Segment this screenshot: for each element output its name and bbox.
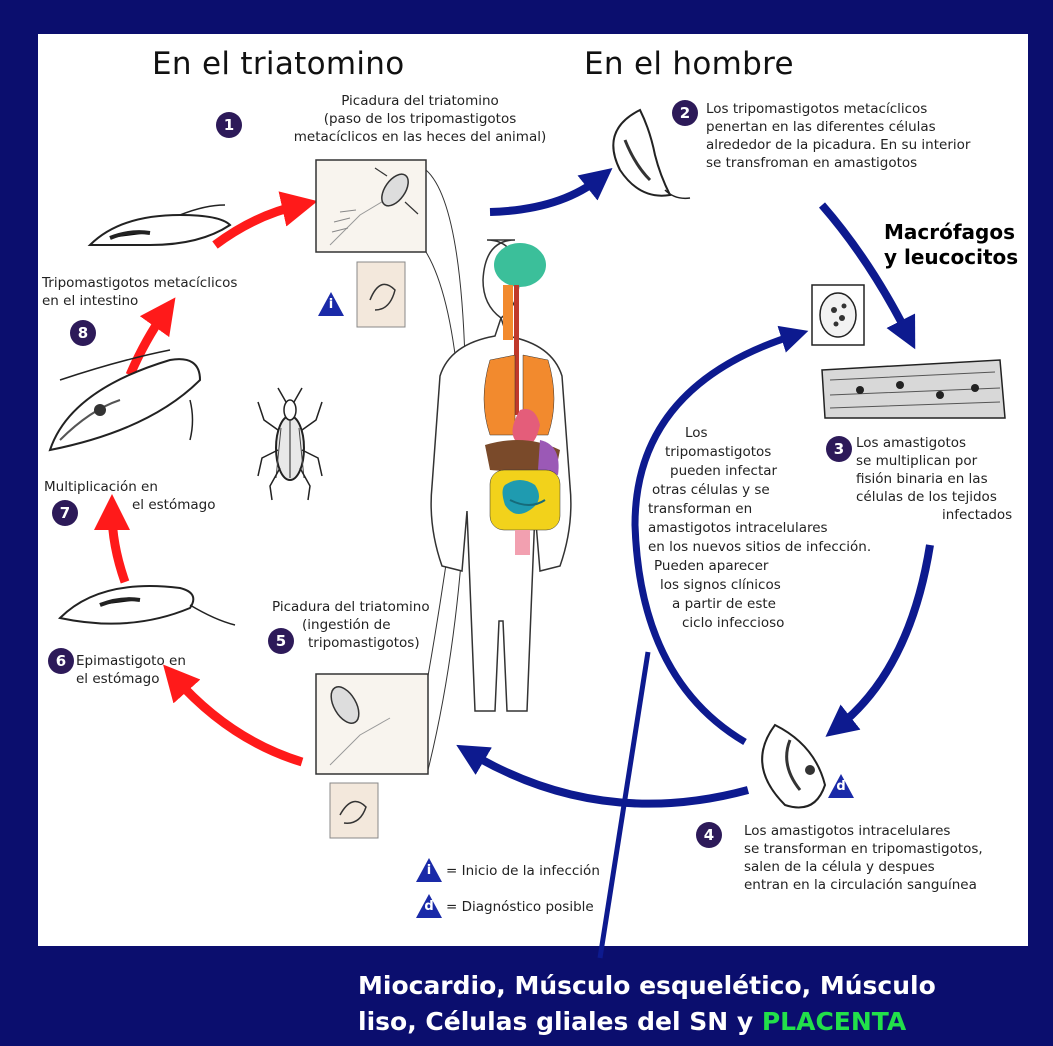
marker-d-label: d — [836, 779, 846, 794]
infected-tissue — [821, 359, 1006, 419]
blue-arrow-reinfection — [631, 325, 809, 746]
heading-hombre: En el hombre — [584, 46, 794, 82]
step-4-text: Los amastigotos intracelulares se transf… — [744, 823, 983, 893]
step-1-text: Picadura del triatomino (paso de los tri… — [293, 93, 547, 145]
target-tissues-caption: Miocardio, Músculo esquelético, Músculo … — [358, 971, 936, 1036]
blue-arrow-3-to-4 — [825, 544, 934, 737]
bite-image-bottom — [315, 673, 429, 839]
step-5-text: Picadura del triatomino (ingestión de tr… — [272, 599, 430, 651]
step-badge-4: 4 — [696, 822, 722, 848]
legend-i-text: = Inicio de la infección — [446, 863, 600, 879]
step-badge-6: 6 — [48, 648, 74, 674]
step-badge-2: 2 — [672, 100, 698, 126]
blue-arrow-4-to-5 — [456, 744, 750, 808]
macrophage-cell — [811, 284, 865, 346]
step-badge-7: 7 — [52, 500, 78, 526]
step-8-text: Tripomastigotos metacíclicos en el intes… — [42, 275, 238, 309]
reinfection-text: Los tripomastigotos pueden infectar otra… — [648, 425, 872, 631]
red-arrow-6-to-7 — [94, 494, 131, 584]
step-badge-3: 3 — [826, 436, 852, 462]
human-body-illustration — [430, 239, 572, 712]
parasite-stage-6 — [57, 585, 236, 626]
step-badge-1: 1 — [216, 112, 242, 138]
bite-image-top — [315, 159, 427, 328]
triatomine-insect — [257, 387, 323, 501]
step-badge-5: 5 — [268, 628, 294, 654]
blue-line-to-tissues — [597, 651, 651, 959]
heading-triatomino: En el triatomino — [152, 46, 405, 82]
macrofagos-label: Macrófagos y leucocitos — [884, 220, 1019, 269]
legend-d-symbol: d — [424, 899, 434, 914]
parasite-stage-2 — [612, 108, 691, 200]
step-3-text: Los amastigotos se multiplican por fisió… — [856, 435, 1013, 523]
step-badge-8: 8 — [70, 320, 96, 346]
red-arrow-8-to-1 — [212, 191, 318, 249]
legend-d-text: = Diagnóstico posible — [446, 899, 594, 915]
legend-i-symbol: i — [426, 863, 432, 878]
red-arrow-7-to-8 — [125, 297, 176, 377]
marker-i-label: i — [328, 297, 334, 312]
blue-arrow-1-to-2 — [489, 168, 613, 216]
step-7-text: Multiplicación en el estómago — [44, 479, 216, 513]
blue-arrow-2-to-3 — [818, 202, 916, 350]
red-arrow-5-to-6 — [163, 664, 304, 767]
parasite-stage-4 — [761, 723, 827, 809]
step-2-text: Los tripomastigotos metacíclicos penerta… — [706, 101, 971, 171]
parasite-stage-7 — [48, 349, 202, 452]
step-6-text: Epimastigoto en el estómago — [76, 653, 186, 687]
parasite-stage-8 — [87, 204, 232, 246]
